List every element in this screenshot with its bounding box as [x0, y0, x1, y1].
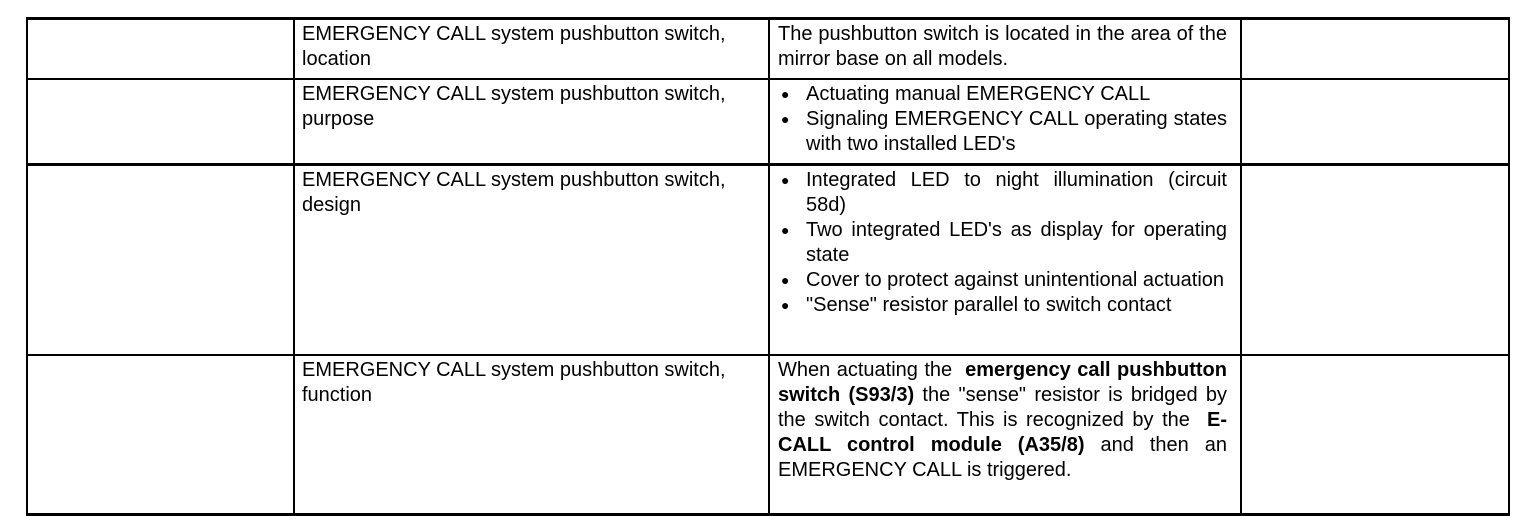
bullet-icon: ●	[781, 297, 790, 313]
table-body: EMERGENCY CALL system pushbutton switch,…	[26, 17, 1510, 516]
bullet-icon: ●	[781, 111, 790, 127]
bullet-text: Two integrated LED's as display for oper…	[806, 219, 1227, 266]
item-cell: EMERGENCY CALL system pushbutton switch,…	[293, 163, 770, 356]
bullet-text: Integrated LED to night illumination (ci…	[806, 169, 1227, 216]
item-label: EMERGENCY CALL system pushbutton switch,…	[302, 359, 726, 406]
list-item: ● Actuating manual EMERGENCY CALL	[778, 82, 1227, 107]
bullet-list: ● Integrated LED to night illumination (c…	[778, 168, 1227, 318]
description-cell: When actuating the emergency call pushbu…	[768, 354, 1242, 516]
empty-cell-left	[26, 354, 295, 516]
text-segment: The pushbutton switch is located in the …	[778, 23, 1227, 70]
bullet-text: Actuating manual EMERGENCY CALL	[806, 83, 1151, 105]
item-label: EMERGENCY CALL system pushbutton switch,…	[302, 83, 726, 130]
bold-text-segment: emergency call pushbutton switch (S93/3)	[778, 359, 1227, 406]
table-row: EMERGENCY CALL system pushbutton switch,…	[26, 354, 1510, 516]
bullet-text: Signaling EMERGENCY CALL operating state…	[806, 108, 1227, 155]
list-item: ● Integrated LED to night illumination (c…	[778, 168, 1227, 218]
table-row: EMERGENCY CALL system pushbutton switch,…	[26, 78, 1510, 166]
description-cell: The pushbutton switch is located in the …	[768, 17, 1242, 80]
spec-table: EMERGENCY CALL system pushbutton switch,…	[26, 17, 1510, 516]
text-segment: the "sense" resistor is bridged by the s…	[778, 384, 1227, 431]
table-row: EMERGENCY CALL system pushbutton switch,…	[26, 163, 1510, 356]
bullet-icon: ●	[781, 272, 790, 288]
description-paragraph: When actuating the emergency call pushbu…	[778, 358, 1227, 483]
bullet-text: Cover to protect against unintentional a…	[806, 269, 1225, 291]
empty-cell-left	[26, 78, 295, 166]
list-item: ● Cover to protect against unintentional …	[778, 268, 1227, 293]
item-cell: EMERGENCY CALL system pushbutton switch,…	[293, 17, 770, 80]
empty-cell-right	[1240, 17, 1510, 80]
list-item: ● Signaling EMERGENCY CALL operating stat…	[778, 107, 1227, 157]
empty-cell-left	[26, 17, 295, 80]
description-paragraph: The pushbutton switch is located in the …	[778, 22, 1227, 72]
bullet-list: ● Actuating manual EMERGENCY CALL ● Signali…	[778, 82, 1227, 157]
empty-cell-right	[1240, 163, 1510, 356]
list-item: ● Two integrated LED's as display for ope…	[778, 218, 1227, 268]
empty-cell-right	[1240, 354, 1510, 516]
text-segment: and then an EMERGENCY CALL is triggered.	[778, 434, 1227, 481]
bullet-icon: ●	[781, 172, 790, 188]
text-segment: When actuating the	[778, 359, 966, 381]
bullet-text: "Sense" resistor parallel to switch cont…	[806, 294, 1172, 316]
item-cell: EMERGENCY CALL system pushbutton switch,…	[293, 354, 770, 516]
list-item: ● "Sense" resistor parallel to switch con…	[778, 293, 1227, 318]
bold-text-segment: E-CALL control module (A35/8)	[778, 409, 1227, 456]
item-label: EMERGENCY CALL system pushbutton switch,…	[302, 23, 726, 70]
table-row: EMERGENCY CALL system pushbutton switch,…	[26, 17, 1510, 80]
empty-cell-left	[26, 163, 295, 356]
item-cell: EMERGENCY CALL system pushbutton switch,…	[293, 78, 770, 166]
item-label: EMERGENCY CALL system pushbutton switch,…	[302, 169, 726, 216]
bullet-icon: ●	[781, 86, 790, 102]
empty-cell-right	[1240, 78, 1510, 166]
description-cell: ● Integrated LED to night illumination (c…	[768, 163, 1242, 356]
bullet-icon: ●	[781, 222, 790, 238]
description-cell: ● Actuating manual EMERGENCY CALL ● Signali…	[768, 78, 1242, 166]
